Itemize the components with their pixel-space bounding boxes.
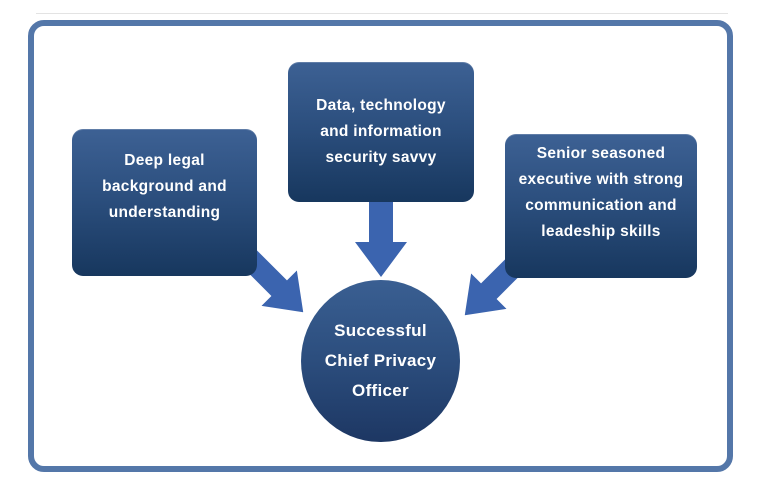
box-senior-executive-label: Senior seasoned executive with strong co… <box>518 145 684 240</box>
center-circle-label: Successful Chief Privacy Officer <box>324 321 437 400</box>
box-data-technology: Data, technology and information securit… <box>288 62 474 202</box>
arrow-down-icon <box>355 202 407 277</box>
center-circle: Successful Chief Privacy Officer <box>301 280 460 442</box>
box-data-technology-label: Data, technology and information securit… <box>316 97 446 166</box>
slide-edge-line <box>36 13 728 14</box>
box-senior-executive: Senior seasoned executive with strong co… <box>505 134 697 278</box>
box-deep-legal-label: Deep legal background and understanding <box>102 151 227 221</box>
box-deep-legal: Deep legal background and understanding <box>72 129 257 276</box>
